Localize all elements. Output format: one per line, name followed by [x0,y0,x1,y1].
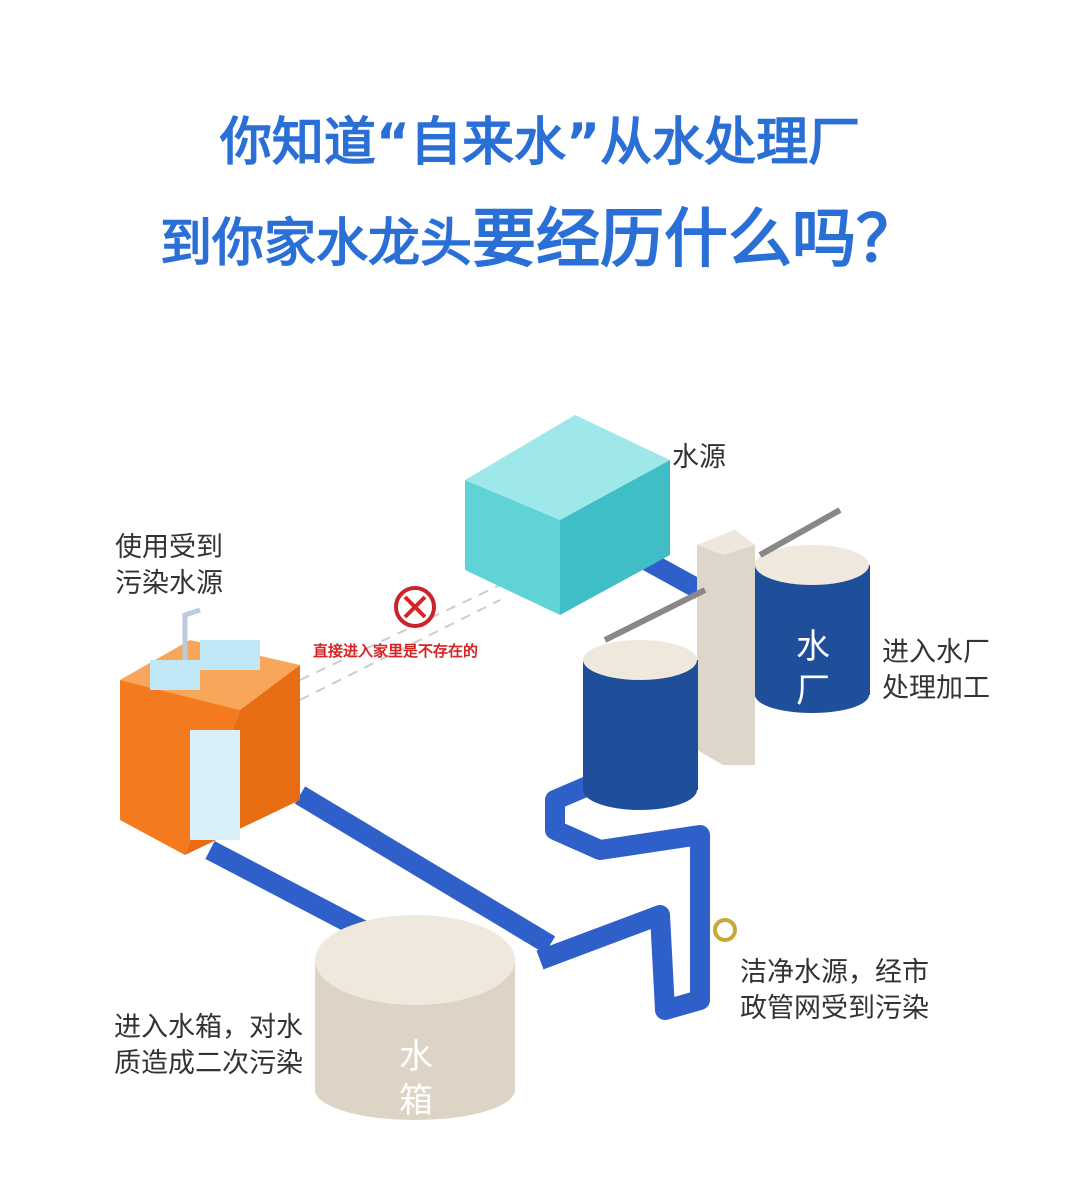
valve-icon [713,918,737,942]
label-line: 使用受到 [115,532,223,563]
label-plant: 进入水厂处理加工 [882,635,990,707]
label-line: 箱 [399,1081,433,1121]
label-storage-tank: 进入水箱，对水质造成二次污染 [98,1010,303,1082]
title-line-1: 你知道“自来水”从水处理厂 [219,113,861,173]
label-line: 水 [399,1037,433,1077]
title-line-2: 到你家水龙头要经历什么吗？ [0,188,1080,280]
box-tank-label: 水箱 [398,1035,434,1123]
walkway [603,587,707,643]
label-line: 质造成二次污染 [114,1048,303,1079]
label-water-source: 水源 [672,442,726,473]
label-not-direct: 直接进入家里是不存在的 [313,642,479,660]
dashed-link [299,584,501,701]
label-line: 进入水箱，对水 [114,1012,303,1043]
plant-tank-front [583,640,698,810]
label-line: 进入水厂 [882,637,990,668]
walkway [758,507,842,558]
sink-cabinet [120,607,300,855]
pipe-municipal [536,775,710,1020]
label-line: 水 [796,627,830,667]
plant-tower [697,530,755,765]
faucet-icon [182,607,201,660]
pipe-to-sink [294,786,556,954]
label-line: 政管网受到污染 [740,993,929,1024]
label-line: 洁净水源，经市 [740,957,929,988]
label-line: 污染水源 [115,568,223,599]
label-line: 处理加工 [882,673,990,704]
water-source-block [465,415,670,615]
label-municipal-pipe: 洁净水源，经市政管网受到污染 [740,955,929,1027]
storage-tank [315,915,515,1120]
label-line: 厂 [796,671,830,711]
prohibited-icon [394,586,436,628]
title-line-2b: 要经历什么吗？ [472,203,920,277]
plant-tank-label: 水厂 [795,625,831,713]
plant-tank-back [755,545,870,713]
title-line-2a: 到你家水龙头 [159,214,472,274]
label-polluted-use: 使用受到污染水源 [115,530,223,602]
